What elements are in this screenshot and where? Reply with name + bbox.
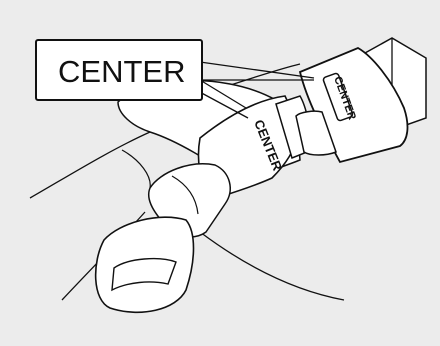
center-callout: CENTER bbox=[36, 40, 202, 100]
callout-label: CENTER bbox=[58, 54, 185, 89]
